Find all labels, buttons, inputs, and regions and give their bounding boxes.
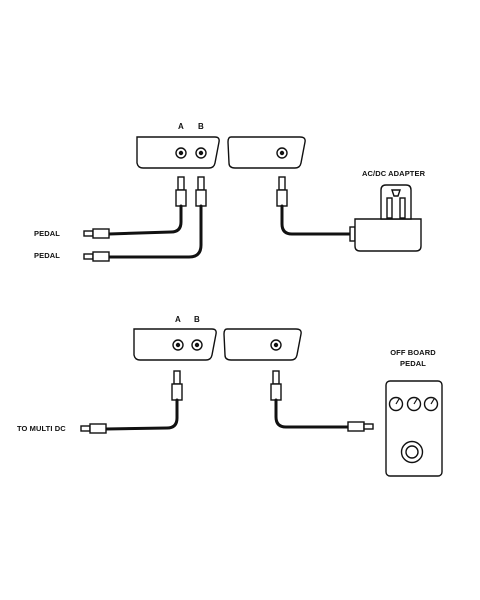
ac-dc-adapter-icon bbox=[349, 184, 422, 252]
pedal-plug-1 bbox=[83, 228, 110, 239]
top-jack-b-label: B bbox=[198, 122, 204, 131]
bottom-jack-b-label: B bbox=[194, 315, 200, 324]
multi-dc-label: TO MULTI DC bbox=[17, 424, 66, 433]
top-cable-a bbox=[107, 204, 183, 236]
multi-dc-cable bbox=[104, 398, 179, 431]
top-diagram: A B PEDAL PEDAL bbox=[34, 122, 426, 262]
top-jack-a-center bbox=[178, 150, 184, 156]
adapter-cable bbox=[280, 204, 352, 236]
pedal-label-1: PEDAL bbox=[34, 229, 60, 238]
offboard-pedal-icon bbox=[385, 380, 443, 477]
offboard-label-line1: OFF BOARD bbox=[390, 348, 436, 357]
top-plug-b bbox=[195, 176, 207, 207]
top-cable-b bbox=[107, 204, 203, 259]
multi-dc-plug bbox=[80, 423, 107, 434]
top-jack-a-label: A bbox=[178, 122, 184, 131]
top-jack-b-center bbox=[198, 150, 204, 156]
bottom-diagram: A B TO MULTI DC bbox=[17, 315, 443, 477]
bottom-input-box bbox=[223, 328, 302, 361]
offboard-label-line2: PEDAL bbox=[400, 359, 426, 368]
adapter-label: AC/DC ADAPTER bbox=[362, 169, 426, 178]
offboard-cable bbox=[274, 398, 350, 429]
bottom-jack-b-center bbox=[194, 342, 200, 348]
top-input-jack-center bbox=[279, 150, 285, 156]
bottom-jack-a-center bbox=[175, 342, 181, 348]
bottom-input-jack-center bbox=[273, 342, 279, 348]
bottom-plug-a bbox=[171, 370, 183, 401]
offboard-plug bbox=[347, 421, 374, 432]
top-adapter-plug bbox=[276, 176, 288, 207]
top-input-box bbox=[227, 136, 306, 169]
top-plug-a bbox=[175, 176, 187, 207]
bottom-input-plug bbox=[270, 370, 282, 401]
pedal-plug-2 bbox=[83, 251, 110, 262]
pedal-label-2: PEDAL bbox=[34, 251, 60, 260]
bottom-jack-a-label: A bbox=[175, 315, 181, 324]
